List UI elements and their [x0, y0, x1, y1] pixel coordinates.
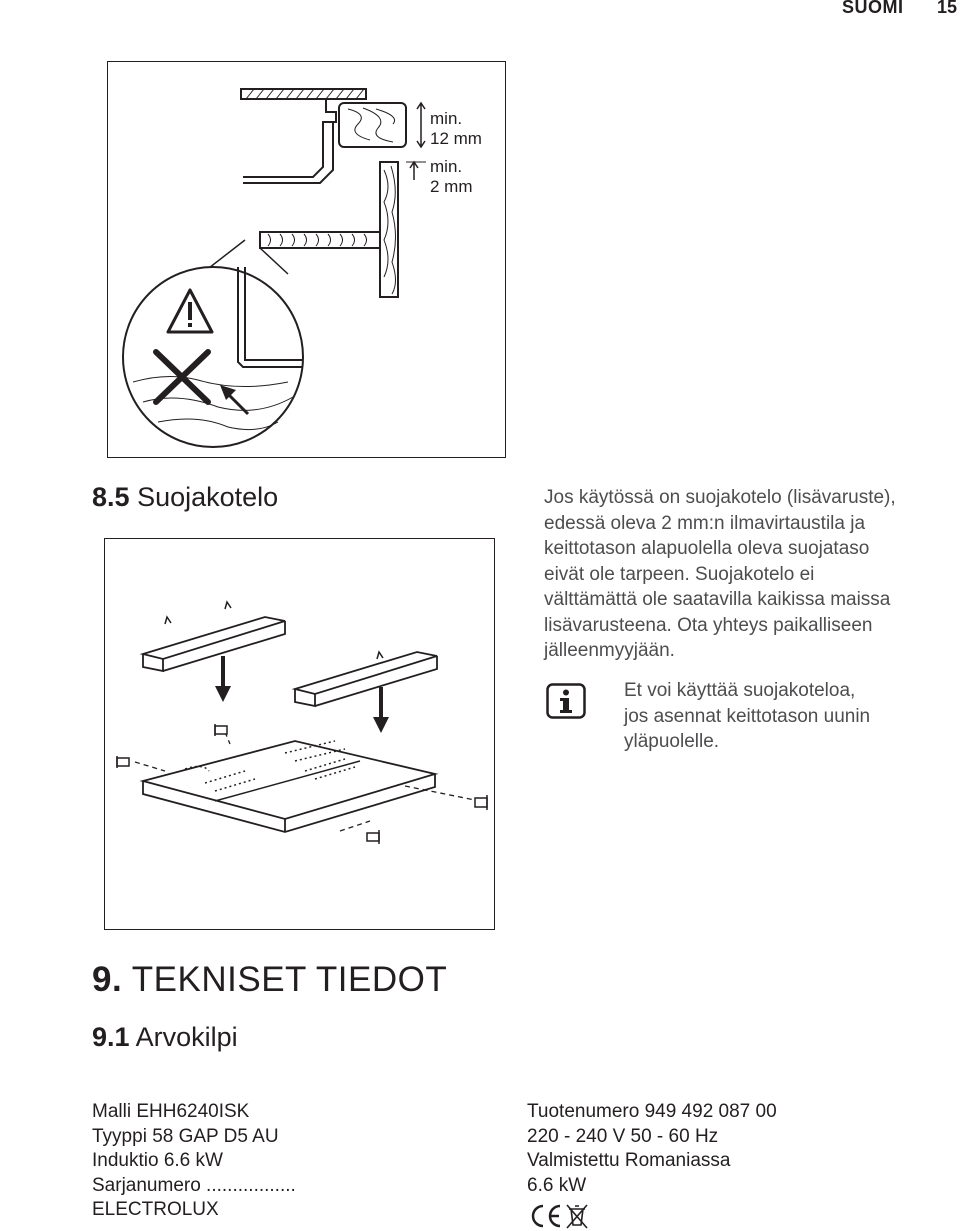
plate-line: Induktio 6.6 kW: [92, 1150, 223, 1171]
info-line: yläpuolelle.: [624, 731, 720, 752]
info-note: Et voi käyttää suojakoteloa, jos asennat…: [624, 678, 944, 755]
section-number: 9.: [92, 960, 123, 999]
plate-line: Tyyppi 58 GAP D5 AU: [92, 1125, 279, 1147]
paragraph-line: välttämättä ole saatavilla kaikissa mais…: [544, 589, 891, 610]
section-title: TEKNISET TIEDOT: [131, 960, 448, 999]
info-icon: [546, 683, 586, 719]
language-label: SUOMI: [842, 0, 904, 17]
cross-icon: [153, 349, 211, 405]
paragraph-line: eivät ole tarpeen. Suojakotelo ei: [544, 563, 815, 585]
paragraph-line: keittotason alapuolella oleva suojataso: [544, 538, 870, 559]
plate-line: Sarjanumero .................: [92, 1174, 296, 1196]
protection-box-drawing: [116, 600, 488, 844]
warning-triangle-icon: [166, 288, 214, 334]
rating-plate-left: Malli EHH6240ISK Tyyppi 58 GAP D5 AU Ind…: [92, 1100, 296, 1223]
section-9-1-heading: 9.1 Arvokilpi: [92, 1022, 238, 1053]
weee-bin-icon: [566, 1204, 588, 1229]
plate-line: Tuotenumero 949 492 087 00: [527, 1101, 777, 1122]
plate-line: Valmistettu Romaniassa: [527, 1150, 731, 1171]
page-number: 15: [937, 0, 958, 17]
dim-label-value: 12 mm: [430, 129, 482, 148]
dim-label-line: min.: [430, 109, 463, 128]
section-number: 9.1: [92, 1022, 130, 1052]
protection-box-figure: [104, 538, 495, 930]
plate-line: 220 - 240 V 50 - 60 Hz: [527, 1125, 719, 1147]
section-number: 8.5: [92, 482, 130, 512]
section-9-heading: 9. TEKNISET TIEDOT: [92, 960, 447, 1000]
rating-plate-right: Tuotenumero 949 492 087 00 220 - 240 V 5…: [527, 1100, 777, 1198]
plate-line: Malli EHH6240ISK: [92, 1101, 250, 1122]
dim-label-value: 2 mm: [430, 177, 473, 196]
section-title: Arvokilpi: [135, 1022, 238, 1052]
paragraph-line: Jos käytössä on suojakotelo (lisävaruste…: [544, 487, 896, 508]
paragraph-line: edessä oleva 2 mm:n ilmavirtaustila ja: [544, 512, 866, 534]
section-8-5-paragraph: Jos käytössä on suojakotelo (lisävaruste…: [544, 485, 954, 664]
clearance-drawing: [122, 88, 426, 448]
arrow-icon: [220, 385, 250, 416]
clearance-figure: min. 12 mm min. 2 mm: [107, 61, 506, 458]
info-line: jos asennat keittotason uunin: [624, 705, 871, 727]
section-8-5-heading: 8.5 Suojakotelo: [92, 482, 278, 513]
info-line: Et voi käyttää suojakoteloa,: [624, 680, 856, 701]
paragraph-line: jälleenmyyjään.: [544, 640, 675, 661]
paragraph-line: lisävarusteena. Ota yhteys paikalliseen: [544, 614, 873, 636]
ce-mark: [531, 1204, 588, 1229]
plate-line: ELECTROLUX: [92, 1199, 219, 1220]
section-title: Suojakotelo: [137, 482, 279, 512]
plate-line: 6.6 kW: [527, 1174, 587, 1196]
dim-label-line: min.: [430, 157, 463, 176]
